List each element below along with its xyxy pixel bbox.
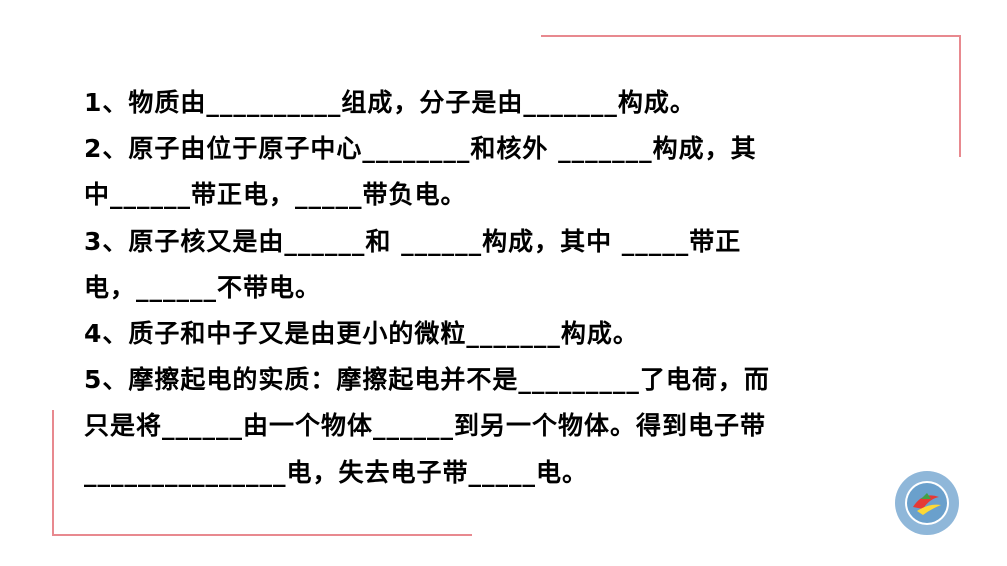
question-line-5: 电，______不带电。 [84, 272, 322, 302]
question-line-9: _______________电，失去电子带_____电。 [84, 457, 589, 487]
decorative-frame-right [959, 35, 961, 157]
question-line-6: 4、质子和中子又是由更小的微粒_______构成。 [84, 318, 639, 348]
question-line-2: 2、原子由位于原子中心________和核外 _______构成，其 [84, 134, 757, 164]
decorative-frame-bottom [52, 534, 472, 536]
school-emblem-icon [893, 469, 961, 537]
question-line-3: 中______带正电，_____带负电。 [84, 180, 467, 210]
question-line-4: 3、原子核又是由______和 ______构成，其中 _____带正 [84, 226, 742, 256]
question-line-8: 只是将______由一个物体______到另一个物体。得到电子带 [84, 411, 767, 441]
question-line-7: 5、摩擦起电的实质：摩擦起电并不是_________了电荷，而 [84, 365, 770, 395]
decorative-frame-top [541, 35, 961, 37]
question-line-1: 1、物质由__________组成，分子是由_______构成。 [84, 88, 696, 117]
question-list: 1、物质由__________组成，分子是由_______构成。 2、原子由位于… [84, 80, 944, 496]
decorative-frame-left [52, 410, 54, 536]
